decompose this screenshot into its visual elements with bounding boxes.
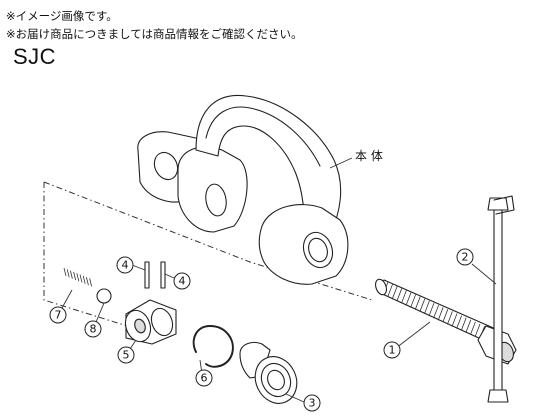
leader-4b: [164, 273, 175, 279]
model-name: SJC: [13, 44, 57, 69]
svg-text:4: 4: [179, 275, 186, 288]
part-2-handle: [487, 195, 515, 403]
callout-4a: 4: [116, 256, 134, 274]
assembly-axis-upper: [43, 181, 373, 301]
svg-text:1: 1: [389, 344, 396, 357]
body-leader-line: [329, 157, 353, 169]
leader-4a: [131, 264, 146, 271]
leader-1: [395, 321, 431, 349]
part-7-spring: [63, 267, 92, 287]
callout-3: 3: [303, 394, 321, 412]
part-4-pins: [144, 261, 166, 289]
callout-4b: 4: [173, 272, 191, 290]
svg-text:3: 3: [309, 397, 316, 410]
svg-text:7: 7: [55, 309, 62, 322]
assembly-axis-frame: [43, 182, 141, 331]
svg-text:4: 4: [122, 259, 129, 272]
image-note: ※イメージ画像です。: [6, 9, 118, 23]
callout-8: 8: [84, 320, 102, 338]
part-5-collar: [124, 299, 177, 345]
callout-5: 5: [117, 346, 135, 364]
leader-8: [95, 302, 105, 323]
leader-3: [285, 393, 305, 403]
part-3-swivel-pad: [239, 341, 298, 404]
clamp-body: [137, 94, 349, 285]
svg-text:8: 8: [90, 323, 97, 336]
product-info-note: ※お届け商品につきましては商品情報をご確認ください。: [6, 27, 303, 41]
leader-7: [61, 289, 73, 309]
part-6-snap-ring: [192, 325, 234, 368]
callout-1: 1: [383, 341, 401, 359]
svg-text:6: 6: [201, 372, 208, 385]
leader-2: [471, 263, 497, 285]
part-8-ball: [96, 288, 112, 304]
body-label: 本 体: [355, 149, 383, 163]
callout-2: 2: [456, 248, 474, 266]
svg-text:5: 5: [123, 349, 130, 362]
svg-text:2: 2: [462, 251, 469, 264]
callout-6: 6: [195, 369, 213, 387]
callout-7: 7: [49, 306, 67, 324]
